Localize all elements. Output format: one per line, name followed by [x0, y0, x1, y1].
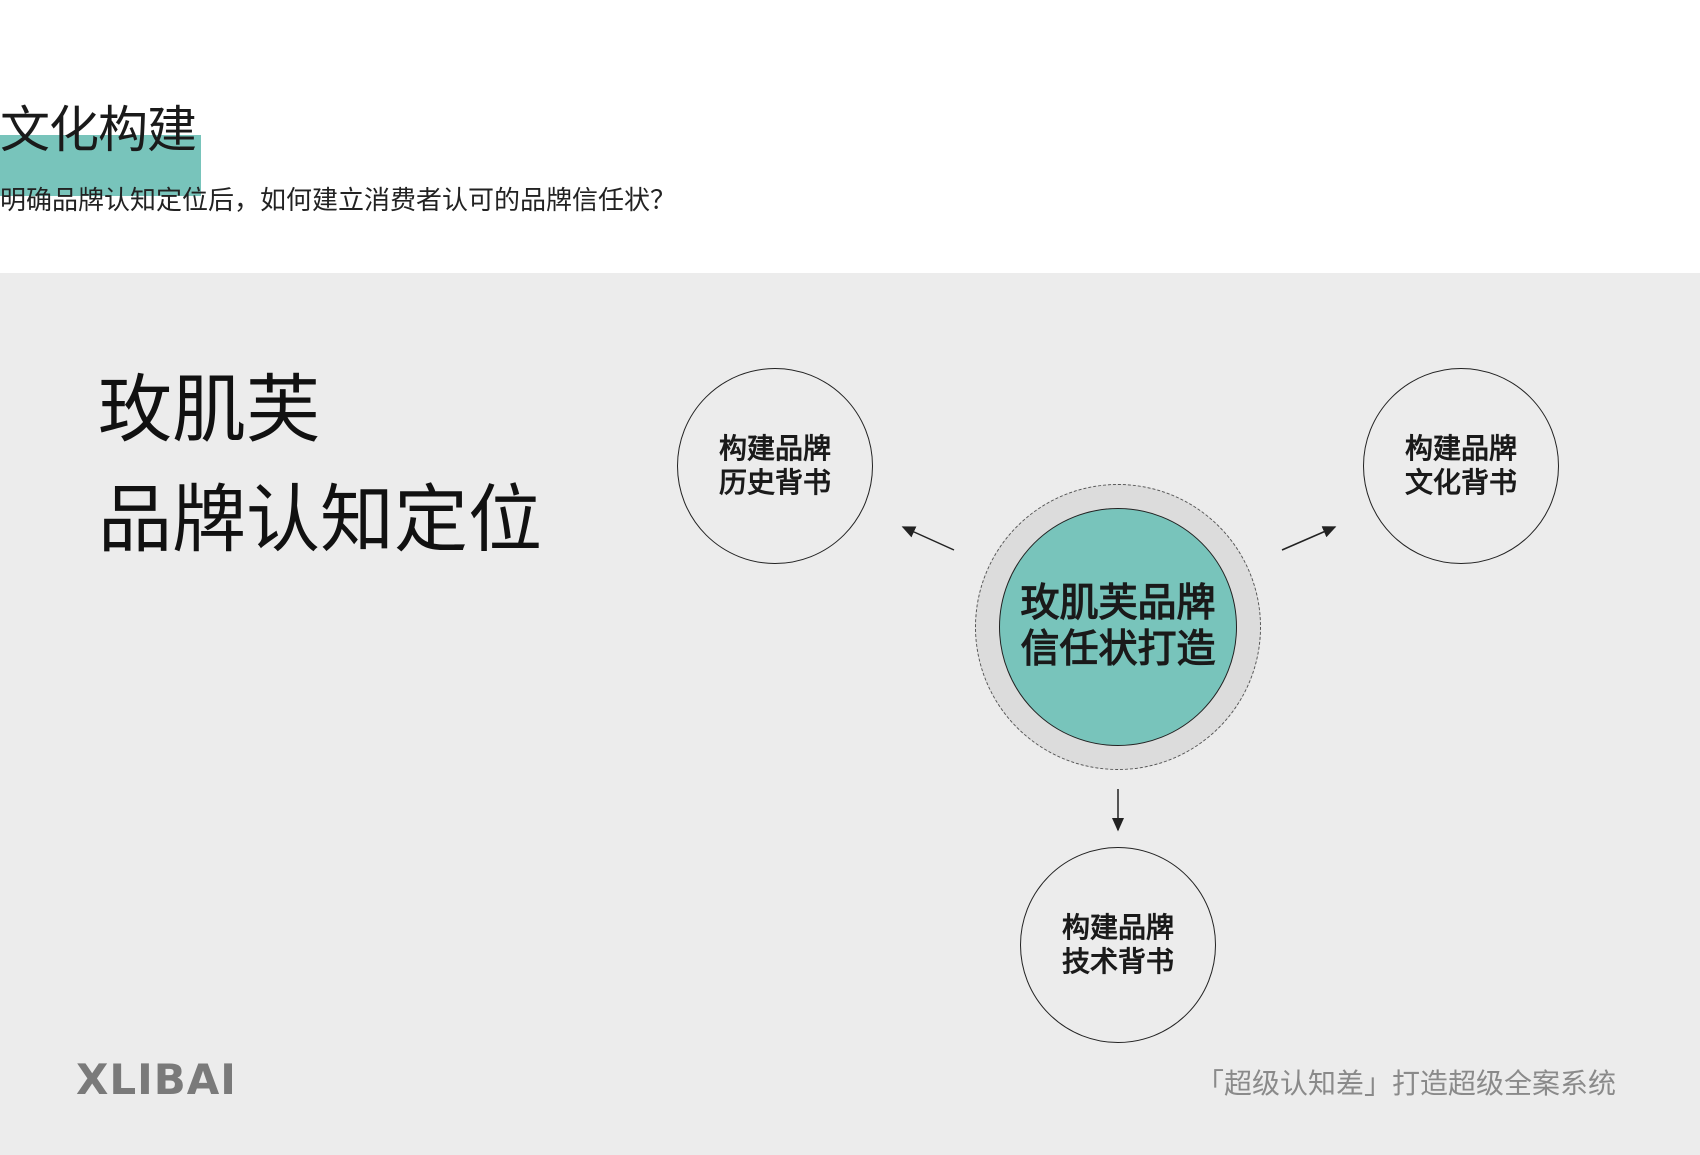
node-history: 构建品牌历史背书	[677, 368, 873, 564]
node-line2: 文化背书	[1404, 466, 1517, 499]
page-subtitle: 明确品牌认知定位后，如何建立消费者认可的品牌信任状？	[0, 186, 677, 216]
title-highlight	[0, 135, 201, 196]
xlibai-logo: XLIBAI	[76, 1055, 237, 1104]
page-title: 文化构建	[0, 101, 197, 159]
node-culture: 构建品牌文化背书	[1363, 368, 1559, 564]
node-line2: 历史背书	[718, 466, 831, 499]
center-line2: 信任状打造	[1020, 627, 1216, 672]
node-line1: 构建品牌	[1404, 432, 1517, 465]
center-node: 玫肌芙品牌信任状打造	[999, 508, 1237, 746]
node-technology: 构建品牌技术背书	[1020, 847, 1216, 1043]
node-line1: 构建品牌	[1061, 911, 1174, 944]
node-line2: 技术背书	[1061, 945, 1174, 978]
node-line1: 构建品牌	[718, 432, 831, 465]
arrow-right	[1281, 526, 1337, 551]
brand-name: 玫肌芙	[98, 367, 320, 453]
arrow-left	[901, 526, 955, 551]
brand-positioning-heading: 品牌认知定位	[98, 477, 542, 563]
footer-slogan: 「超级认知差」打造超级全案系统	[1196, 1067, 1617, 1100]
center-line1: 玫肌芙品牌	[1020, 581, 1216, 626]
